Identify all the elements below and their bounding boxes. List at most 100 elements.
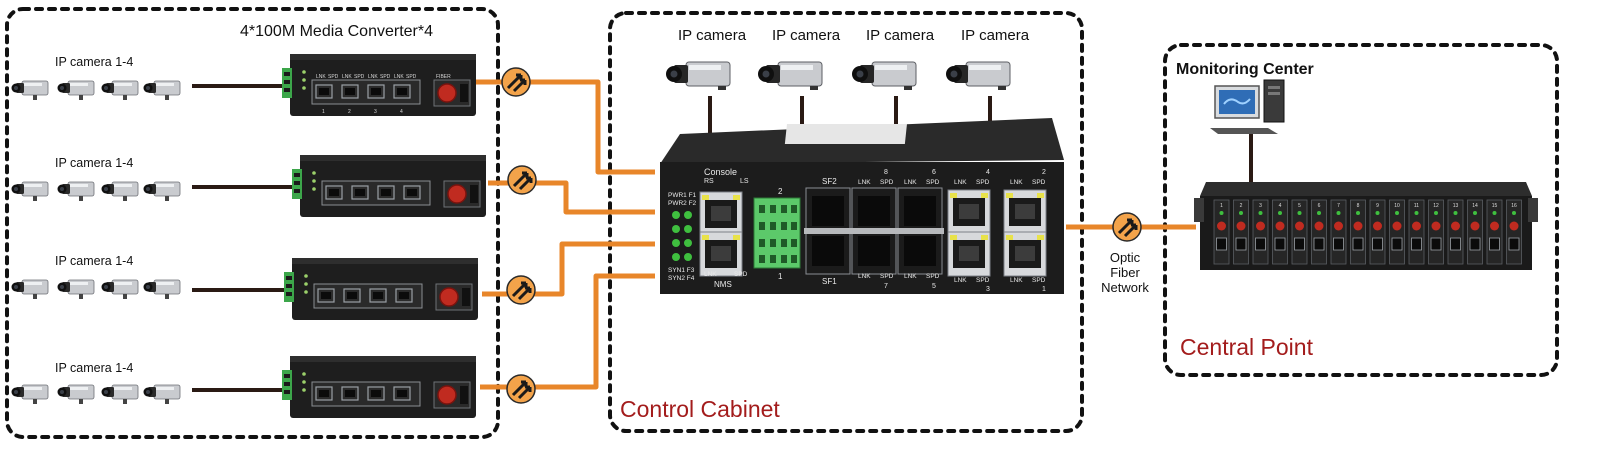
status-label: PWR2 F2 [668,200,697,207]
camera-group-label: IP camera 1-4 [55,156,133,170]
sfp-label-bottom: SF1 [822,277,837,286]
slot-number: 4 [1279,203,1282,209]
camera-group-label: IP camera 1-4 [55,55,133,69]
converter-row-3: IP camera 1-4 [11,254,479,320]
nms-label: NMS [714,280,732,289]
slot-number: 14 [1472,203,1478,209]
camera-label: IP camera [678,27,747,44]
status-label: SYN1 F3 [668,267,695,274]
camera-icon [101,80,139,101]
camera-group-label: IP camera 1-4 [55,361,133,375]
slot-number: 15 [1492,203,1498,209]
chassis-slot: 2 [1233,199,1249,265]
converter-row-2: IP camera 1-4 [11,155,487,217]
slot-number: 10 [1394,203,1400,209]
port-number: 7 [884,283,888,290]
port-label: SPD [354,74,365,80]
slot-number: 2 [1240,203,1243,209]
camera-icon [101,384,139,405]
port-number: 2 [1042,169,1046,176]
camera-icon [143,181,181,202]
chassis-slot: 14 [1467,199,1483,265]
port-number: 3 [374,109,377,115]
media-converter [292,155,486,217]
console-label: Console [704,167,737,177]
media-converter-group-title: 4*100M Media Converter*4 [240,23,433,40]
port-number: 1 [322,109,325,115]
port-label: SPD [406,74,417,80]
chassis-slot: 5 [1291,199,1308,265]
control-cabinet-border [608,11,1084,433]
slot-number: 1 [1220,203,1223,209]
sfp-label-top: SF2 [822,177,837,186]
port-label: LNK [316,74,326,80]
camera-icon [101,279,139,300]
link-label-line: Optic [1110,250,1141,265]
nms-spd-label: SPD [734,271,748,278]
port-label: SPD [328,74,339,80]
ip-camera-icon [945,61,1011,91]
chassis-slot: 13 [1447,199,1464,265]
port-number: 1 [1042,286,1046,293]
industrial-switch: Console RS LS PWR1 F1 PWR2 F2 SYN1 F3 SY… [660,118,1064,294]
camera-icon [143,384,181,405]
fiber-badge-uplink [1111,211,1143,243]
camera-label: IP camera [772,27,841,44]
slot-number: 11 [1414,203,1419,209]
port-label: LNK [394,74,404,80]
chassis-slot: 12 [1428,199,1444,265]
chassis-slot: 11 [1408,199,1425,265]
lnk-label: LNK [904,273,917,280]
lnk-label: LNK [1010,179,1023,186]
port-number: 2 [348,109,351,115]
monitoring-center-label: Monitoring Center [1176,61,1314,78]
sfp-slot [895,187,945,275]
port-number: 3 [986,286,990,293]
fiber-badge-3 [505,274,537,306]
lnk-label: LNK [954,277,967,284]
central-point-title: Central Point [1180,334,1314,360]
slot-number: 5 [1298,203,1301,209]
port-label: LNK [342,74,352,80]
sfp-slot [849,187,899,275]
slot-number: 9 [1376,203,1379,209]
media-converter [284,258,478,320]
camera-icon [11,181,49,202]
chassis-slot: 16 [1506,199,1522,265]
lnk-label: LNK [858,179,871,186]
nms-port [699,191,743,237]
ethernet-port [947,231,991,277]
camera-icon [143,80,181,101]
chassis-slot: 7 [1330,199,1347,265]
port-number: 5 [932,283,936,290]
port-number: 4 [400,109,403,115]
camera-icon [101,181,139,202]
lnk-label: LNK [1010,277,1023,284]
converter-row-4: IP camera 1-4 [11,356,477,418]
spd-label: SPD [926,179,940,186]
port-number: 8 [884,169,888,176]
slot-number: 7 [1337,203,1340,209]
port-number: 4 [986,169,990,176]
slot-number: 3 [1259,203,1262,209]
slot-number: 12 [1433,203,1439,209]
slot-number: 8 [1357,203,1360,209]
chassis-slot: 9 [1369,199,1386,265]
fiber-link-4 [480,273,655,390]
rs-label: RS [704,178,714,185]
slot-number: 13 [1453,203,1459,209]
ls-label: LS [740,178,749,185]
terminal-label-bottom: 1 [778,272,783,281]
camera-icon [57,384,95,405]
ip-camera-icon [665,61,731,91]
status-label: SYN2 F4 [668,275,695,282]
nms-lnk-label: LNK [704,271,717,278]
camera-icon [143,279,181,300]
chassis-slot: 15 [1486,199,1503,265]
slot-number: 6 [1318,203,1321,209]
camera-icon [57,181,95,202]
fiber-badge-1 [500,66,532,98]
camera-label: IP camera [961,27,1030,44]
chassis-slot: 8 [1350,199,1366,265]
